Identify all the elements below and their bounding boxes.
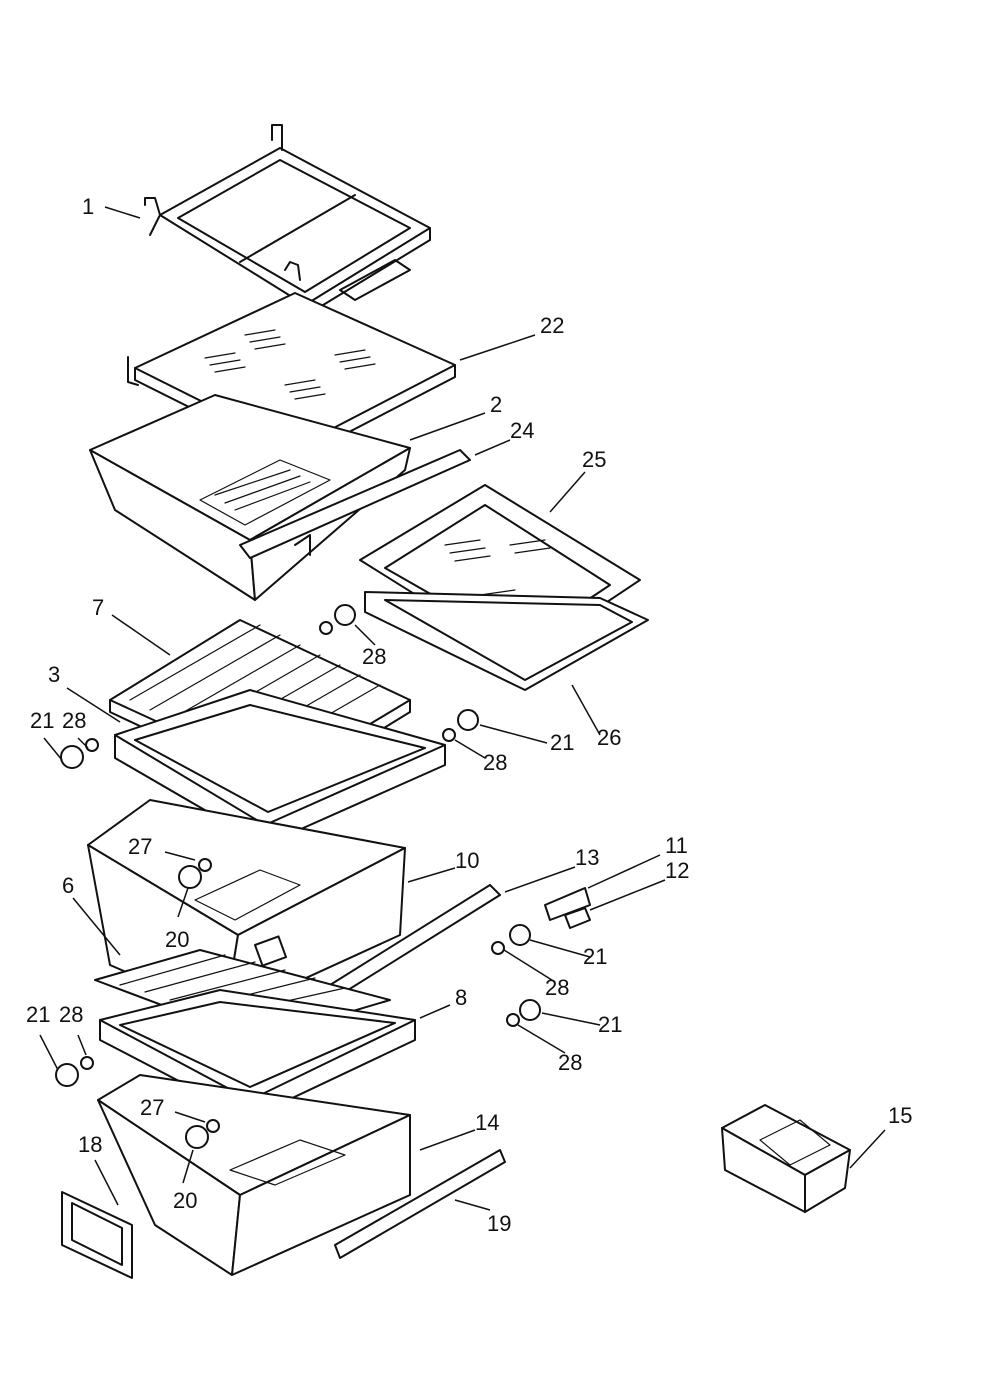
callout-25: 25 bbox=[582, 447, 606, 472]
callout-28-e: 28 bbox=[545, 975, 569, 1000]
part-21-roller-icon bbox=[519, 999, 541, 1021]
callout-20-a: 20 bbox=[165, 927, 189, 952]
callout-13: 13 bbox=[575, 845, 599, 870]
callout-22: 22 bbox=[540, 313, 564, 338]
callout-11: 11 bbox=[665, 833, 688, 858]
callout-21-d: 21 bbox=[583, 944, 607, 969]
callout-21-c: 21 bbox=[26, 1002, 50, 1027]
callout-12: 12 bbox=[665, 858, 689, 883]
part-28-screw-icon bbox=[491, 941, 505, 955]
part-27-screw-icon bbox=[206, 1119, 220, 1133]
part-18-label-plate bbox=[61, 1191, 133, 1279]
part-21-roller-icon bbox=[55, 1063, 79, 1087]
part-28-screw-icon bbox=[319, 621, 333, 635]
callout-2: 2 bbox=[490, 392, 502, 417]
callout-28-b: 28 bbox=[62, 708, 86, 733]
part-28-screw-icon bbox=[80, 1056, 94, 1070]
part-2-crisper-drawer bbox=[89, 394, 411, 601]
callout-3: 3 bbox=[48, 662, 60, 687]
callout-21-e: 21 bbox=[598, 1012, 622, 1037]
callout-28-a: 28 bbox=[362, 644, 386, 669]
part-21-roller-icon bbox=[457, 709, 479, 731]
part-21-roller-icon bbox=[60, 745, 84, 769]
callout-7: 7 bbox=[92, 595, 104, 620]
callout-27-b: 27 bbox=[140, 1095, 164, 1120]
part-27-screw-icon bbox=[198, 858, 212, 872]
part-14-crisper-drawer bbox=[97, 1074, 411, 1276]
part-20-roller-icon bbox=[178, 865, 202, 889]
fastener-group bbox=[55, 604, 541, 1149]
callout-15: 15 bbox=[888, 1103, 912, 1128]
callout-10: 10 bbox=[455, 848, 479, 873]
part-11-bracket bbox=[544, 887, 591, 921]
callout-24: 24 bbox=[510, 418, 534, 443]
callout-8: 8 bbox=[455, 985, 467, 1010]
part-21-roller-icon bbox=[509, 924, 531, 946]
callout-18: 18 bbox=[78, 1132, 102, 1157]
part-1-shelf-frame bbox=[144, 124, 431, 317]
part-28-screw-icon bbox=[442, 728, 456, 742]
part-15-bin bbox=[721, 1104, 851, 1213]
part-19-drawer-trim bbox=[334, 1149, 506, 1259]
callout-labels: 1 22 2 24 25 7 28 3 21 28 21 26 28 27 10… bbox=[26, 194, 912, 1236]
callout-27-a: 27 bbox=[128, 834, 152, 859]
callout-21-b: 21 bbox=[550, 730, 574, 755]
callout-28-f: 28 bbox=[558, 1050, 582, 1075]
callout-28-c: 28 bbox=[483, 750, 507, 775]
callout-6: 6 bbox=[62, 873, 74, 898]
callout-28-d: 28 bbox=[59, 1002, 83, 1027]
part-28-screw-icon bbox=[85, 738, 99, 752]
part-21-roller-icon bbox=[334, 604, 356, 626]
callout-19: 19 bbox=[487, 1211, 511, 1236]
part-24-drawer-trim bbox=[239, 449, 471, 559]
callout-1: 1 bbox=[82, 194, 94, 219]
leader-lines bbox=[39, 206, 886, 1211]
part-12-bracket bbox=[564, 907, 591, 929]
callout-26: 26 bbox=[597, 725, 621, 750]
part-26-shelf-frame bbox=[364, 591, 649, 691]
part-28-screw-icon bbox=[506, 1013, 520, 1027]
callout-21-a: 21 bbox=[30, 708, 54, 733]
part-20-roller-icon bbox=[185, 1125, 209, 1149]
callout-14: 14 bbox=[475, 1110, 499, 1135]
callout-20-b: 20 bbox=[173, 1188, 197, 1213]
